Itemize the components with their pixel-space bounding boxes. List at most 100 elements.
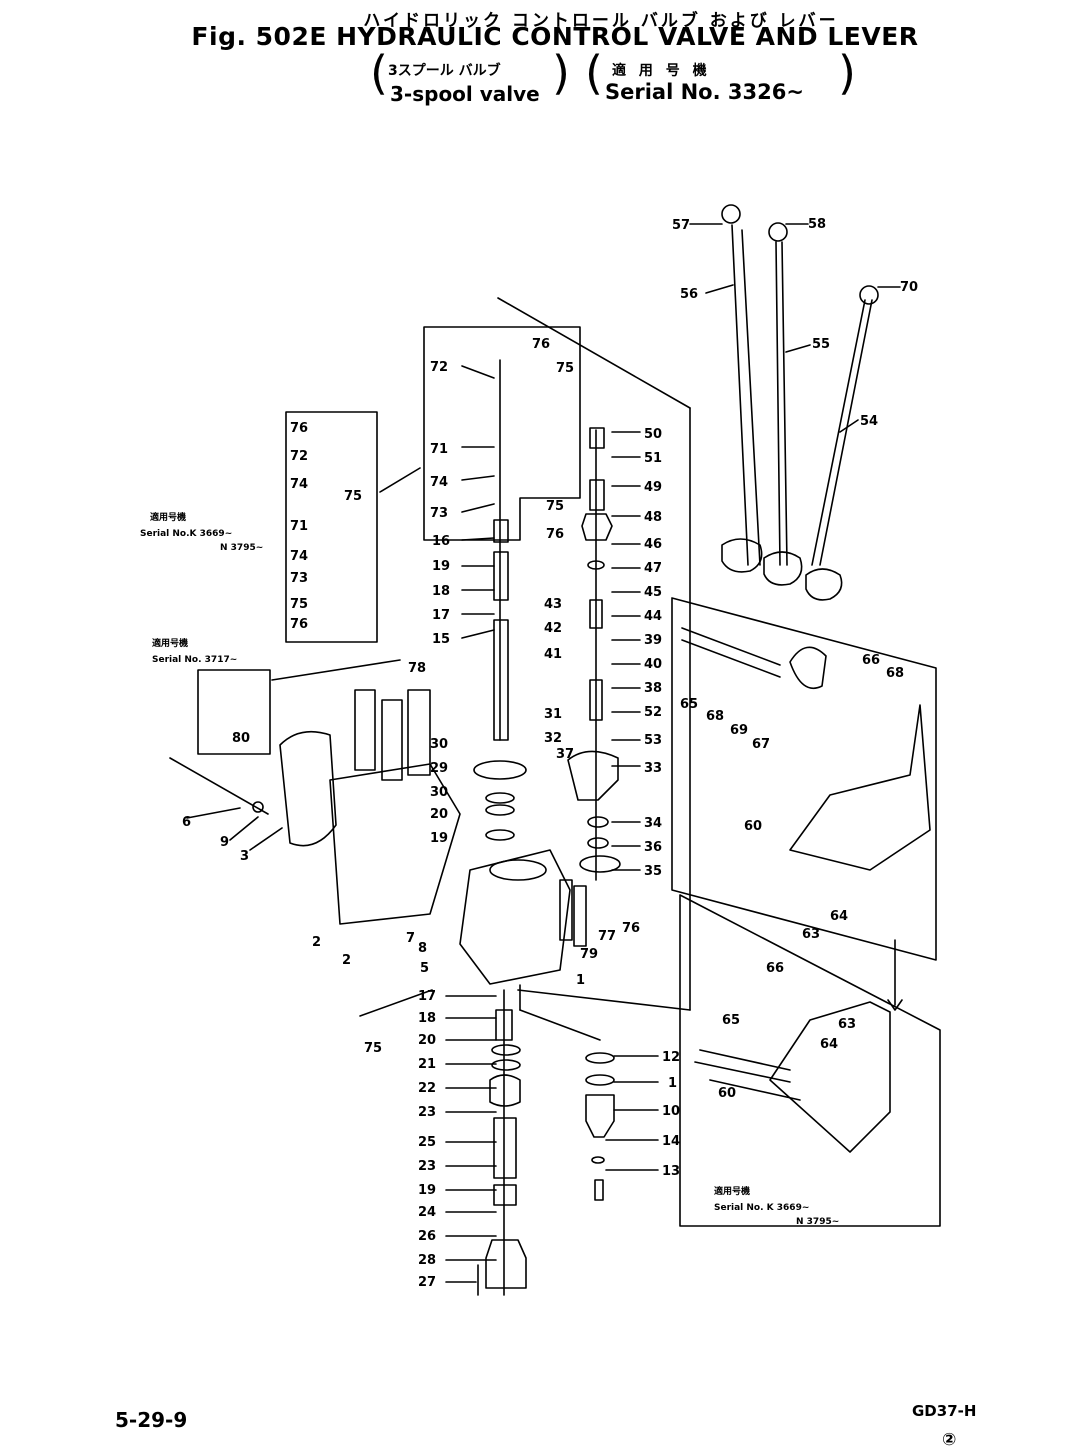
part-label-17: 17 <box>432 608 450 623</box>
inset-label-73: 75 <box>344 489 362 504</box>
part-label-70: 72 <box>430 360 448 375</box>
note-lower-jp: 適用号機 <box>714 1185 750 1197</box>
part-label-2b: 2 <box>342 953 351 968</box>
part-label-43: 42 <box>544 621 562 636</box>
paren-close-left: ) <box>552 46 570 100</box>
part-label-65: 67 <box>752 737 770 752</box>
part-label-23: 23 <box>418 1105 436 1120</box>
part-label-23b: 23 <box>418 1159 436 1174</box>
part-label-11: 1 <box>668 1076 677 1091</box>
part-label-19: 19 <box>432 559 450 574</box>
part-label-73b: 75 <box>546 499 564 514</box>
part-label-64b: 66 <box>766 961 784 976</box>
part-label-28: 28 <box>418 1253 436 1268</box>
part-label-66b: 68 <box>706 709 724 724</box>
part-label-60b: 60 <box>718 1086 736 1101</box>
subtitle-right-japanese: 適 用 号 機 <box>612 63 711 79</box>
part-label-5: 5 <box>420 961 429 976</box>
part-label-74: 76 <box>532 337 550 352</box>
part-label-26: 26 <box>418 1229 436 1244</box>
part-label-63: 65 <box>680 697 698 712</box>
part-label-74b: 76 <box>546 527 564 542</box>
part-label-53: 52 <box>644 705 662 720</box>
part-label-69: 71 <box>430 442 448 457</box>
part-number-labels: 72 76 75 71 74 73 75 76 16 19 18 17 15 7… <box>182 217 918 1290</box>
part-label-79: 79 <box>580 947 598 962</box>
note-lower-serial: Serial No. K 3669~ <box>714 1203 809 1213</box>
revision-mark: ② <box>942 1430 957 1450</box>
part-label-39: 38 <box>644 681 662 696</box>
part-label-49: 48 <box>644 510 662 525</box>
note-left-serial: Serial No. 3717~ <box>152 655 237 665</box>
drawing-code: GD37-H <box>912 1402 977 1420</box>
part-label-67: 69 <box>730 723 748 738</box>
part-label-34: 33 <box>644 761 662 776</box>
part-label-37: 36 <box>644 840 662 855</box>
part-label-61b: 63 <box>838 1017 856 1032</box>
title-japanese: ハイドロリック コントロール バルブ および レバー <box>363 11 839 31</box>
part-label-2: 2 <box>312 935 321 950</box>
part-label-72: 74 <box>430 475 448 490</box>
part-label-40: 39 <box>644 633 662 648</box>
inset-label-74: 76 <box>290 421 308 436</box>
diagram-linework <box>169 204 941 1296</box>
part-label-77: 77 <box>598 929 616 944</box>
part-label-24: 24 <box>418 1205 436 1220</box>
part-label-1: 1 <box>576 973 585 988</box>
inset-label-71: 73 <box>290 571 308 586</box>
note-upper-serial-2: N 3795~ <box>220 543 263 553</box>
part-label-21: 21 <box>418 1057 436 1072</box>
part-label-29: 29 <box>430 761 448 776</box>
serial-notes: 適用号機 Serial No.K 3669~ N 3795~ 適用号機 Seri… <box>140 511 839 1227</box>
part-label-12: 12 <box>662 1050 680 1065</box>
part-label-51: 50 <box>644 427 662 442</box>
part-label-62: 64 <box>830 909 848 924</box>
part-label-10: 10 <box>662 1104 680 1119</box>
part-label-68: 70 <box>900 280 918 295</box>
part-label-8: 8 <box>418 941 427 956</box>
part-label-59: 58 <box>808 217 826 232</box>
part-label-20: 20 <box>430 807 448 822</box>
inset-label-74b: 76 <box>290 617 308 632</box>
part-label-52: 51 <box>644 451 662 466</box>
part-label-78: 78 <box>408 661 426 676</box>
part-label-42: 41 <box>544 647 562 662</box>
inset-label-69: 71 <box>290 519 308 534</box>
part-label-57: 56 <box>680 287 698 302</box>
part-label-18: 18 <box>432 584 450 599</box>
part-label-73: 75 <box>556 361 574 376</box>
part-label-18b: 18 <box>418 1011 436 1026</box>
part-label-17b: 17 <box>418 989 436 1004</box>
part-label-35: 34 <box>644 816 662 831</box>
subtitle-left: 3-spool valve <box>390 82 540 106</box>
inset-label-72b: 74 <box>290 549 308 564</box>
part-label-19c: 19 <box>418 1183 436 1198</box>
part-label-61: 63 <box>802 927 820 942</box>
part-label-13: 13 <box>662 1164 680 1179</box>
part-label-60: 60 <box>744 819 762 834</box>
part-label-71: 73 <box>430 506 448 521</box>
part-label-58: 57 <box>672 218 690 233</box>
part-label-38: 37 <box>556 747 574 762</box>
part-label-47: 46 <box>644 537 662 552</box>
part-label-9: 9 <box>220 835 229 850</box>
part-label-16: 16 <box>432 534 450 549</box>
part-label-62b: 64 <box>820 1037 838 1052</box>
part-label-63b: 65 <box>722 1013 740 1028</box>
part-label-27: 27 <box>418 1275 436 1290</box>
part-label-56: 55 <box>812 337 830 352</box>
part-label-45: 44 <box>644 609 662 624</box>
paren-open-right: ( <box>585 46 603 100</box>
note-upper-jp: 適用号機 <box>150 511 186 523</box>
note-lower-serial-2: N 3795~ <box>796 1217 839 1227</box>
subtitle-right-serial: Serial No. 3326~ <box>605 80 804 104</box>
part-label-25: 25 <box>418 1135 436 1150</box>
part-label-30: 30 <box>430 785 448 800</box>
part-label-6: 6 <box>182 815 191 830</box>
part-label-32: 31 <box>544 707 562 722</box>
note-left-jp: 適用号機 <box>152 637 188 649</box>
page-number: 5-29-9 <box>115 1408 188 1432</box>
part-label-64: 66 <box>862 653 880 668</box>
part-label-76: 76 <box>622 921 640 936</box>
